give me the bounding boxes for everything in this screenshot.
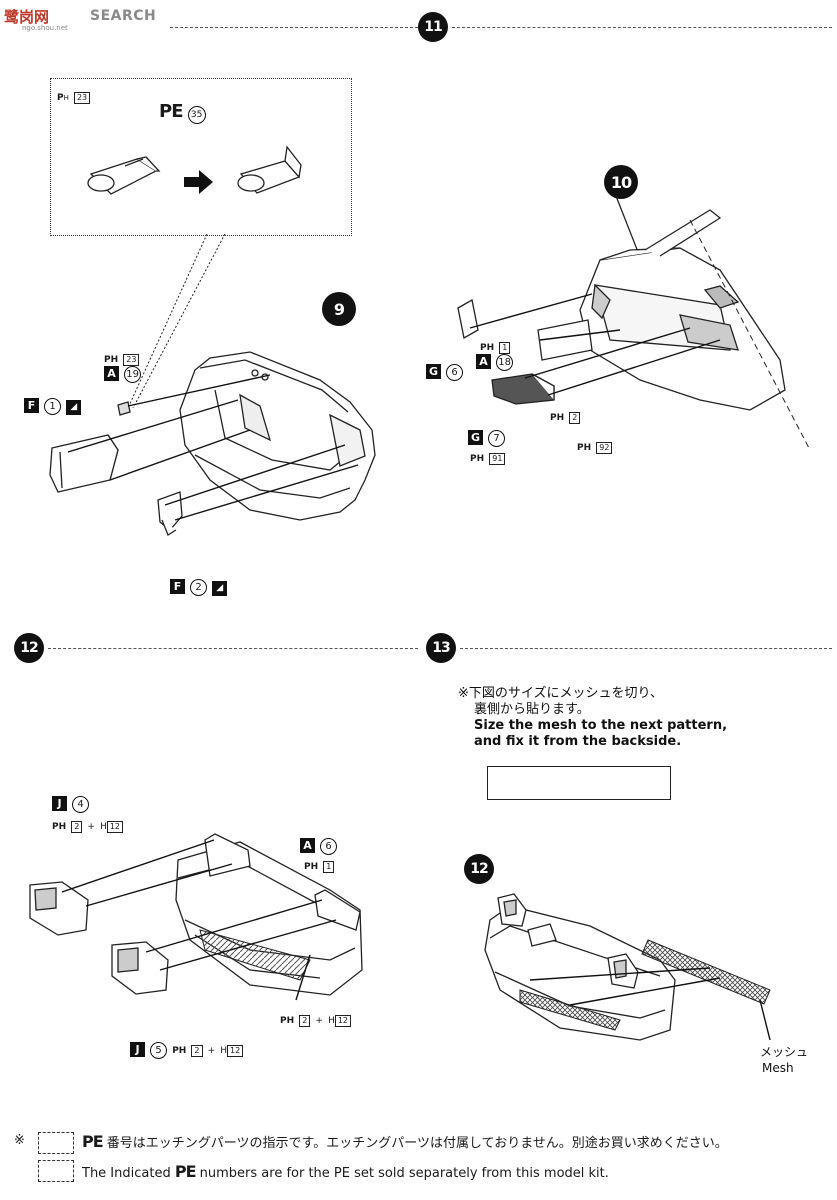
footer-pe-box-1: [38, 1132, 74, 1154]
label-a6-ph: PH 1: [304, 854, 335, 873]
label-a19: A 19: [104, 362, 142, 383]
inset-ph-ref: PH 23: [57, 85, 91, 104]
paint-icon: ◢: [66, 399, 82, 415]
label-f1: F 1 ◢: [24, 394, 82, 415]
mesh-label-jp: メッシュ: [760, 1045, 809, 1059]
label-ph92: PH 92: [577, 435, 613, 454]
watermark-brand-jp: 鹭岗网: [4, 8, 50, 26]
footer-line2-post: numbers are for the PE set sold separate…: [199, 1166, 609, 1181]
step12-bumper-drawing: [29, 833, 363, 1001]
note-jp-2: 裏側から貼ります。: [474, 702, 590, 717]
mesh-label-en: Mesh: [762, 1061, 794, 1075]
footer-line-2: The Indicated PE numbers are for the PE …: [82, 1162, 822, 1181]
label-ph91: PH 91: [470, 446, 506, 465]
label-ph23: PH 23: [104, 347, 140, 366]
footer-pe-logo-2: PE: [174, 1162, 197, 1181]
step-12-ref-number: 12: [464, 854, 494, 884]
label-a6: A 6: [300, 834, 338, 855]
footer-line1-text: 番号はエッチングパーツの指示です。エッチングパーツは付属しておりません。別途お買…: [106, 1136, 728, 1151]
step12-divider: [48, 648, 418, 649]
step13-mesh-drawing: [484, 893, 771, 1041]
step-13-number: 13: [426, 633, 456, 663]
step11-divider-left: [170, 27, 418, 28]
label-g7: G 7: [468, 426, 506, 447]
pe-detail-inset: PH 23 PE 35: [50, 78, 352, 236]
step-9-number: 9: [322, 292, 356, 326]
footer-pe-logo: PE: [82, 1132, 104, 1151]
step-10-number: 10: [604, 165, 638, 199]
footer-line2-pre: The Indicated: [82, 1166, 171, 1181]
step13-divider: [460, 648, 832, 649]
label-a18: A 18: [476, 350, 514, 371]
inset-pe-label: PE 35: [159, 101, 206, 124]
footer-line-1: PE 番号はエッチングパーツの指示です。エッチングパーツは付属しておりません。別…: [82, 1132, 822, 1151]
arrow-right-icon: [184, 170, 213, 194]
label-ph2: PH 2: [550, 405, 581, 424]
mesh-size-pattern: [487, 766, 671, 800]
pe-bend-illustration: [87, 145, 302, 195]
note-en-2: and fix it from the backside.: [474, 734, 682, 749]
label-f2: F 2 ◢: [170, 575, 228, 596]
label-j4: J 4: [52, 792, 90, 813]
step11-right-assembly-drawing: [457, 195, 811, 451]
watermark-logo: 鹭岗网 SEARCH ngo.shou.net: [4, 2, 164, 32]
step-12-number: 12: [14, 633, 44, 663]
label-g6: G 6: [426, 360, 464, 381]
step-11-number: 11: [418, 12, 448, 42]
label-ph1: PH 1: [480, 335, 511, 354]
step11-left-assembly-drawing: [49, 233, 376, 536]
mesh-instruction: ※下図のサイズにメッシュを切り、 裏側から貼ります。 Size the mesh…: [458, 686, 758, 750]
footer-pe-box-2: [38, 1160, 74, 1182]
watermark-brand-en: SEARCH: [90, 8, 157, 24]
paint-icon: ◢: [212, 580, 228, 596]
step11-divider-right: [452, 27, 832, 28]
note-en-1: Size the mesh to the next pattern,: [474, 718, 728, 733]
watermark-sub: ngo.shou.net: [22, 24, 68, 32]
note-jp-1: ※下図のサイズにメッシュを切り、: [458, 686, 663, 701]
footer-mark: ※: [14, 1133, 25, 1148]
